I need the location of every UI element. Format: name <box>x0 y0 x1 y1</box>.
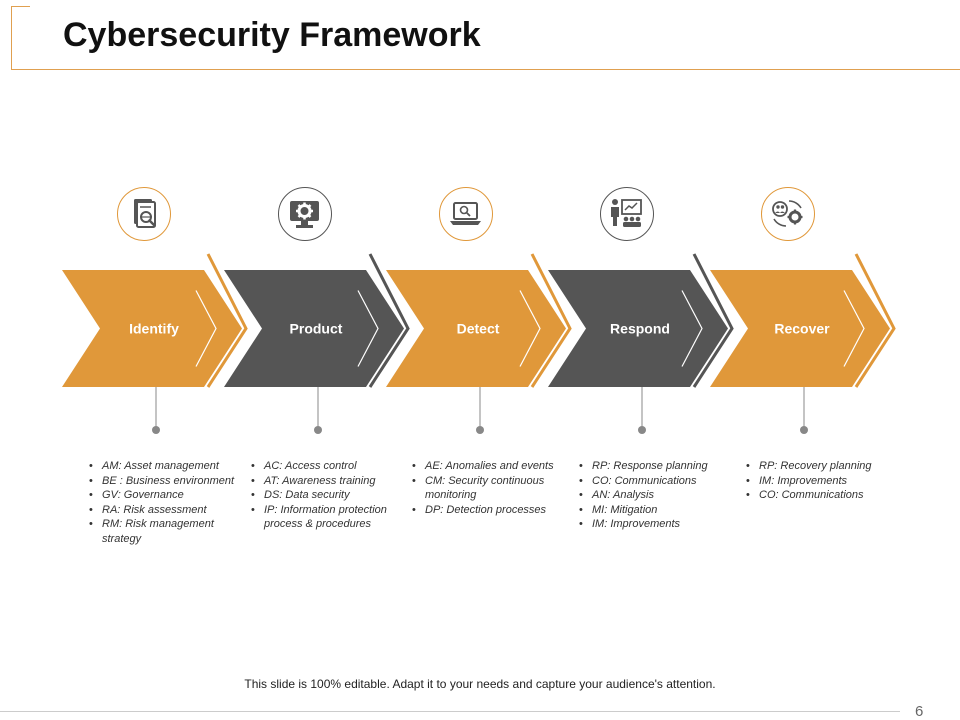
chevron-inner-line-identify <box>195 290 217 367</box>
list-item: IP: Information protection process & pro… <box>249 503 404 532</box>
icon-ring-detect <box>439 187 493 241</box>
people-gear-cycle-icon <box>772 200 803 227</box>
arrow-chain: Identify Product Detect Respond Recover <box>62 253 896 388</box>
chevron-respond <box>548 270 728 387</box>
list-item: BE : Business environment <box>87 474 237 489</box>
chevron-inner-line-detect <box>519 290 541 367</box>
chevron-edge-detect <box>530 253 572 388</box>
icon-ring-recover <box>761 187 815 241</box>
list-item: AN: Analysis <box>577 488 732 503</box>
connector-dot-detect <box>476 426 484 434</box>
list-item: AC: Access control <box>249 459 404 474</box>
list-item: AT: Awareness training <box>249 474 404 489</box>
list-item: GV: Governance <box>87 488 237 503</box>
laptop-search-icon <box>450 202 481 225</box>
monitor-gear-icon <box>290 201 319 228</box>
page-number: 6 <box>915 703 924 720</box>
chevron-edge-identify <box>206 253 248 388</box>
chevron-inner-line-recover <box>843 290 865 367</box>
document-search-icon <box>134 199 156 228</box>
bullet-list-identify: AM: Asset management BE : Business envir… <box>87 459 237 546</box>
bottom-rule <box>0 711 900 712</box>
chevron-inner-line-product <box>357 290 379 367</box>
connector-dot-recover <box>800 426 808 434</box>
connector-dot-product <box>314 426 322 434</box>
bullet-list-detect: AE: Anomalies and events CM: Security co… <box>410 459 565 517</box>
bullet-list-respond: RP: Response planning CO: Communications… <box>577 459 732 532</box>
step-label-product: Product <box>290 321 343 337</box>
list-item: RP: Recovery planning <box>744 459 884 474</box>
connectors <box>152 372 808 434</box>
list-item: CO: Communications <box>744 488 884 503</box>
step-label-detect: Detect <box>457 321 500 337</box>
list-item: AM: Asset management <box>87 459 237 474</box>
title-frame <box>11 6 960 70</box>
bullet-list-recover: RP: Recovery planning IM: Improvements C… <box>744 459 884 503</box>
list-item: RP: Response planning <box>577 459 732 474</box>
chevron-edge-product <box>368 253 410 388</box>
connector-dot-respond <box>638 426 646 434</box>
icon-ring-respond <box>600 187 654 241</box>
list-item: DP: Detection processes <box>410 503 565 518</box>
bullet-list-product: AC: Access control AT: Awareness trainin… <box>249 459 404 532</box>
step-label-recover: Recover <box>774 321 830 337</box>
chevron-inner-line-respond <box>681 290 703 367</box>
list-item: AE: Anomalies and events <box>410 459 565 474</box>
list-item: CM: Security continuous monitoring <box>410 474 565 503</box>
chevron-edge-respond <box>692 253 734 388</box>
icon-ring-product <box>278 187 332 241</box>
list-item: RA: Risk assessment <box>87 503 237 518</box>
footer-note: This slide is 100% editable. Adapt it to… <box>244 677 716 691</box>
step-label-respond: Respond <box>610 321 670 337</box>
chevron-identify <box>62 270 242 387</box>
list-item: IM: Improvements <box>744 474 884 489</box>
list-item: MI: Mitigation <box>577 503 732 518</box>
icon-ring-identify <box>117 187 171 241</box>
chevron-product <box>224 270 404 387</box>
page-title: Cybersecurity Framework <box>63 16 481 54</box>
list-item: DS: Data security <box>249 488 404 503</box>
step-label-identify: Identify <box>129 321 179 337</box>
chevron-recover <box>710 270 890 387</box>
chevron-detect <box>386 270 566 387</box>
list-item: RM: Risk management strategy <box>87 517 237 546</box>
framework-diagram: Identify Product Detect Respond Recover <box>62 253 896 434</box>
connector-dot-identify <box>152 426 160 434</box>
list-item: CO: Communications <box>577 474 732 489</box>
list-item: IM: Improvements <box>577 517 732 532</box>
chevron-edge-recover <box>854 253 896 388</box>
presentation-icon <box>611 199 642 227</box>
